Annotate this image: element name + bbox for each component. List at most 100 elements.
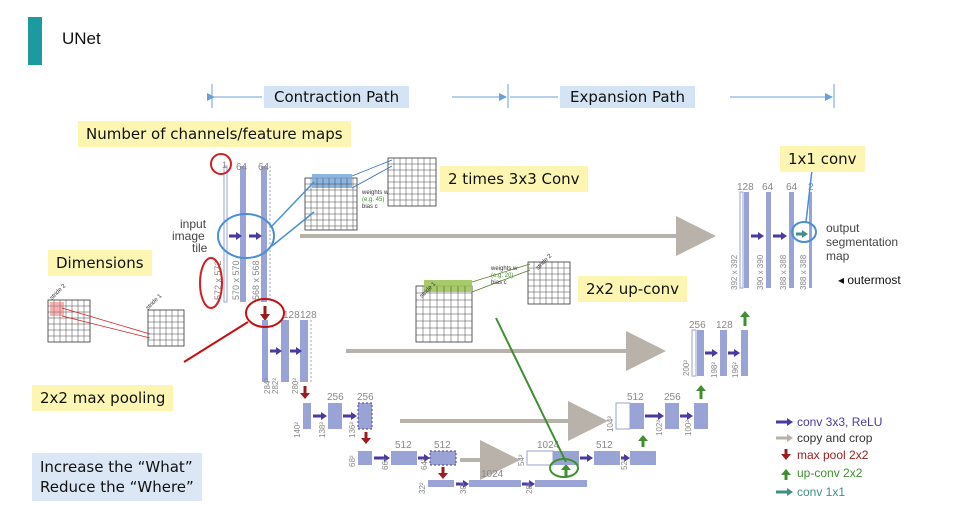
conv1x1-pointer-line [805, 169, 813, 223]
size-label: 280² [291, 378, 300, 394]
feature-map-crop-128 [691, 329, 697, 377]
callout-channels: Number of channels/feature maps [78, 121, 351, 147]
channel-label: 128 [716, 320, 733, 331]
channel-label: 512 [596, 440, 613, 451]
where-line: Reduce the “Where” [40, 478, 194, 496]
feature-map-512b [429, 450, 457, 466]
feature-map-1024b [535, 480, 587, 487]
conv-pointer-line-1 [271, 181, 315, 227]
dimension-highlight-ellipse [199, 257, 223, 309]
legend-copy-label: copy and crop [797, 431, 873, 445]
conv1x1-highlight-circle [791, 221, 817, 243]
size-label: 68² [348, 455, 357, 467]
feature-map-512-pool [358, 451, 372, 465]
maxpool-pointer-line [183, 321, 249, 363]
size-label: 28² [525, 482, 534, 494]
size-label: 140² [293, 422, 302, 438]
size-label: 136² [348, 422, 357, 438]
level-1-contraction: 1 64 64 572 x 572 570 x 570 568 x 568 in… [172, 160, 271, 321]
size-label: 284² [263, 378, 272, 394]
feature-map-64a [240, 166, 246, 302]
feature-map-256b [357, 402, 373, 430]
feature-map-up-64 [744, 192, 749, 288]
channel-label: 1024 [481, 469, 504, 480]
conv-kernel-illustration: weights w (e.g. 45) bias c [304, 157, 437, 231]
what-line: Increase the “What” [40, 458, 193, 476]
maxpool-window [50, 302, 64, 316]
upconv-example-label: (e.g. 20) [491, 273, 513, 279]
kernel-bias-label: bias c [362, 204, 378, 210]
size-label: 198² [710, 362, 719, 378]
feature-map-e128b [741, 330, 748, 376]
expansion-level-2: 256 128 200² 198² 196² [682, 311, 750, 378]
feature-map-e64a [766, 192, 771, 288]
title-accent-bar [28, 17, 42, 65]
feature-map-crop-256 [615, 402, 631, 430]
kernel-weights-label: weights w [361, 190, 389, 196]
maxpool-stride-in: stride 2 [49, 283, 68, 302]
legend-conv1x1-label: conv 1x1 [797, 485, 845, 499]
size-label: 388 x 388 [779, 254, 788, 290]
channel-label: 128 [300, 310, 317, 321]
maxpool-highlight-circle [245, 298, 285, 328]
size-label: 570 x 570 [231, 260, 241, 300]
input-label-line-3: tile [192, 241, 208, 255]
expansion-path-label: Expansion Path [560, 86, 695, 108]
channel-label: 64 [258, 162, 270, 173]
channel-label: 256 [327, 392, 344, 403]
size-label: 54² [517, 454, 526, 466]
feature-map-128a [281, 320, 289, 382]
size-label: 196² [731, 362, 740, 378]
feature-map-128b [300, 320, 308, 382]
channel-label: 512 [434, 440, 451, 451]
channel-label: 2 [808, 182, 814, 193]
channel-label: 256 [357, 392, 374, 403]
feature-map-up-256 [630, 403, 644, 429]
size-label: 390 x 390 [756, 254, 765, 290]
feature-map-crop-64 [739, 191, 744, 289]
kernel-window [312, 174, 352, 188]
legend-conv-label: conv 3x3, ReLU [797, 415, 882, 429]
size-label: 32² [418, 482, 427, 494]
channel-label: 512 [627, 392, 644, 403]
channel-label: 1 [222, 160, 227, 170]
level-2-contraction: 128 128 284² 282² 280² [262, 310, 317, 399]
output-label-line-1: output [826, 221, 860, 235]
copy-crop-arrows [300, 216, 716, 480]
size-label: 102² [655, 420, 664, 436]
size-label: 392 x 392 [730, 254, 739, 290]
feature-map-crop-512 [526, 450, 554, 466]
size-label: 100² [684, 420, 693, 436]
channel-label: 64 [762, 182, 774, 193]
highlights [199, 153, 817, 328]
feature-map-1024-pool [428, 480, 454, 487]
channel-label: 256 [664, 392, 681, 403]
feature-map-512a [391, 451, 417, 465]
upconv-pointer-line [495, 317, 567, 463]
size-label: 104² [606, 416, 615, 432]
expansion-level-3: 512 256 104² 102² 100² [606, 385, 708, 436]
upconv-window [424, 280, 472, 292]
channel-label: 512 [395, 440, 412, 451]
conv-pointer-line-2 [271, 211, 315, 247]
feature-map-64b [261, 166, 267, 302]
legend-maxpool-label: max pool 2x2 [797, 448, 869, 462]
contraction-path-label: Contraction Path [264, 86, 410, 108]
kernel-example-label: (e.g. 45) [362, 197, 384, 203]
feature-map-e512a [594, 451, 620, 465]
bottleneck: 1024 32² 30² 28² [418, 464, 587, 494]
callout-upconv: 2x2 up-conv [578, 276, 687, 302]
channel-label: 64 [786, 182, 798, 193]
upconv-grid-out [527, 261, 571, 305]
input-label-line-1: input [180, 217, 207, 231]
feature-map-input [223, 165, 228, 303]
size-label: 66² [381, 458, 390, 470]
size-label: 572 x 572 [213, 260, 223, 300]
path-dimension-lines [207, 84, 835, 108]
size-label: 138² [318, 422, 327, 438]
size-label: 388 x 388 [799, 254, 808, 290]
size-label: 30² [459, 482, 468, 494]
feature-map-256-pool [303, 403, 311, 429]
size-label: 52² [620, 458, 629, 470]
size-label: 64² [420, 458, 429, 470]
